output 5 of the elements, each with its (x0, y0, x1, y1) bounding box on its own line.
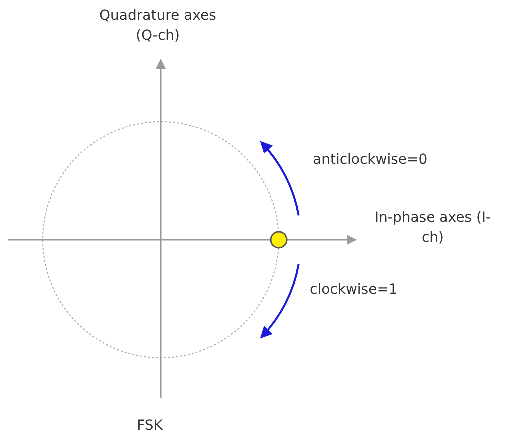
axis-label: Quadrature axes (Q-ch) (98, 7, 218, 46)
axis-label: clockwise=1 (310, 281, 399, 300)
caption: FSK (136, 418, 164, 434)
axis-label: In-phase axes (I-ch) (374, 209, 492, 248)
axis-label: anticlockwise=0 (313, 151, 429, 170)
